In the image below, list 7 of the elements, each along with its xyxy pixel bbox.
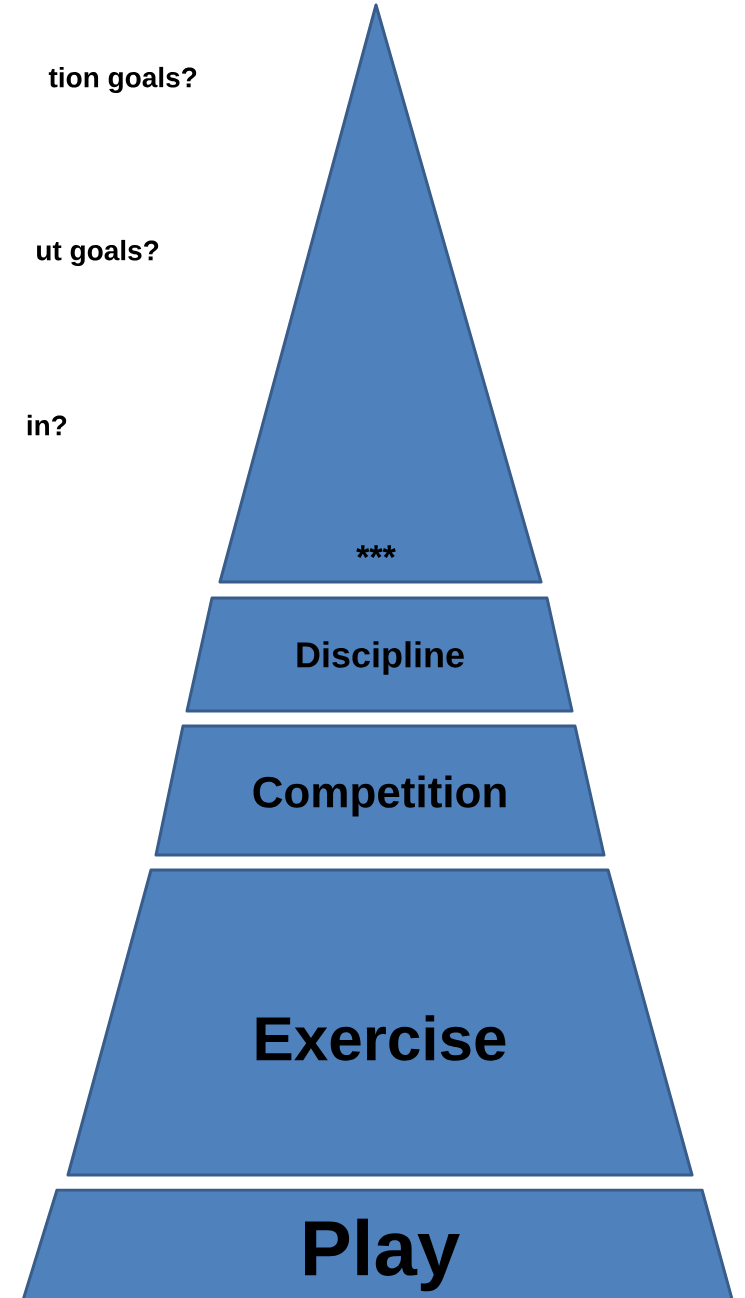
pyramid-tier: Competition [154,724,606,857]
question-text: in? [27,414,67,436]
pyramid-tier: Exercise [66,868,694,1177]
pyramid-tier: Play [18,1188,737,1298]
question-text: ut goals? [37,239,159,267]
pyramid-tier: *** [218,3,543,584]
pyramid-tier: Discipline [185,596,574,713]
